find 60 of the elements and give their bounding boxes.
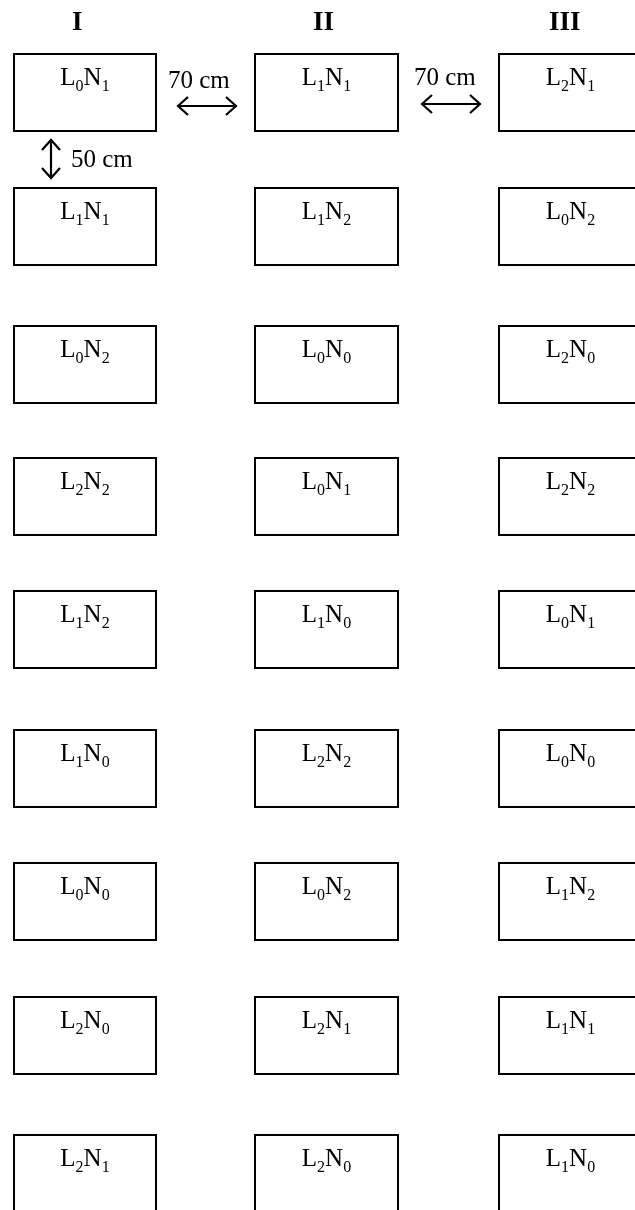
plot-label: L$_{1}$N$_{2}$ xyxy=(544,872,597,904)
plot-box xyxy=(254,996,399,1075)
plot-label: L$_{0}$N$_{2}$ xyxy=(300,872,353,904)
plot-box xyxy=(13,590,157,669)
plot-box xyxy=(254,325,399,404)
plot-box xyxy=(498,187,635,266)
column-heading: II xyxy=(313,6,334,37)
plot-box xyxy=(13,996,157,1075)
plot-label: L$_{1}$N$_{2}$ xyxy=(59,600,111,632)
plot-box xyxy=(13,457,157,536)
plot-label: L$_{2}$N$_{0}$ xyxy=(300,1144,353,1176)
plot-box xyxy=(498,457,635,536)
plot-label: L$_{1}$N$_{1}$ xyxy=(544,1006,597,1038)
plot-label: L$_{0}$N$_{2}$ xyxy=(544,197,597,229)
plot-label: L$_{1}$N$_{0}$ xyxy=(300,600,353,632)
plot-label: L$_{0}$N$_{1}$ xyxy=(300,467,353,499)
plot-label: L$_{2}$N$_{2}$ xyxy=(544,467,597,499)
plot-label: L$_{2}$N$_{1}$ xyxy=(59,1144,111,1176)
plot-box xyxy=(13,1134,157,1210)
plot-label: L$_{1}$N$_{2}$ xyxy=(300,197,353,229)
plot-box xyxy=(13,729,157,808)
plot-box xyxy=(13,53,157,132)
plot-label: L$_{2}$N$_{0}$ xyxy=(59,1006,111,1038)
plot-box xyxy=(254,590,399,669)
plot-label: L$_{2}$N$_{1}$ xyxy=(544,63,597,95)
dimension-label: 50 cm xyxy=(71,145,133,173)
plot-box xyxy=(498,729,635,808)
plot-box xyxy=(498,590,635,669)
plot-box xyxy=(498,325,635,404)
plot-label: L$_{1}$N$_{0}$ xyxy=(59,739,111,771)
column-heading: I xyxy=(72,6,83,37)
plot-label: L$_{0}$N$_{2}$ xyxy=(59,335,111,367)
plot-box xyxy=(498,996,635,1075)
plot-box xyxy=(254,53,399,132)
plot-label: L$_{2}$N$_{2}$ xyxy=(59,467,111,499)
plot-label: L$_{0}$N$_{0}$ xyxy=(300,335,353,367)
plot-label: L$_{2}$N$_{2}$ xyxy=(300,739,353,771)
plot-box xyxy=(254,1134,399,1210)
plot-box xyxy=(254,457,399,536)
plot-label: L$_{0}$N$_{0}$ xyxy=(59,872,111,904)
column-heading: III xyxy=(549,6,581,37)
plot-box xyxy=(254,862,399,941)
dimension-label: 70 cm xyxy=(414,63,476,91)
plot-box xyxy=(254,729,399,808)
plot-box xyxy=(498,862,635,941)
dimension-label: 70 cm xyxy=(168,66,230,94)
plot-box xyxy=(13,187,157,266)
plot-label: L$_{0}$N$_{1}$ xyxy=(544,600,597,632)
plot-box xyxy=(13,325,157,404)
plot-label: L$_{0}$N$_{1}$ xyxy=(59,63,111,95)
plot-box xyxy=(498,1134,635,1210)
plot-label: L$_{0}$N$_{0}$ xyxy=(544,739,597,771)
plot-box xyxy=(13,862,157,941)
plot-label: L$_{1}$N$_{1}$ xyxy=(59,197,111,229)
plot-box xyxy=(254,187,399,266)
plot-label: L$_{2}$N$_{0}$ xyxy=(544,335,597,367)
plot-box xyxy=(498,53,635,132)
plot-label: L$_{2}$N$_{1}$ xyxy=(300,1006,353,1038)
plot-label: L$_{1}$N$_{1}$ xyxy=(300,63,353,95)
plot-label: L$_{1}$N$_{0}$ xyxy=(544,1144,597,1176)
